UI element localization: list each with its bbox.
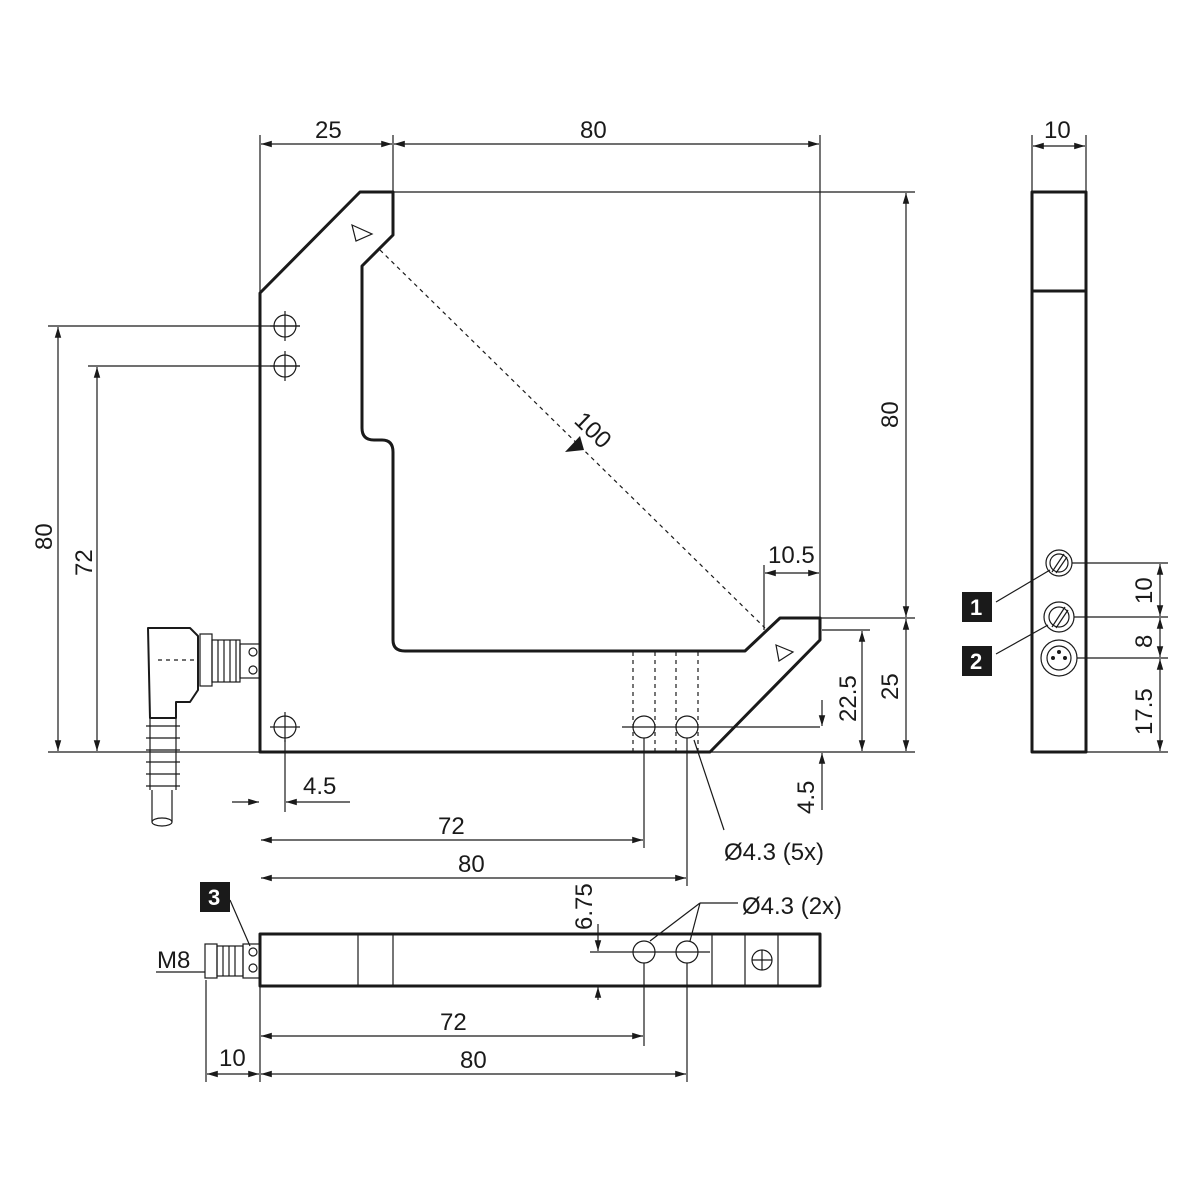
hole-5x-label: Ø4.3 (5x) (724, 839, 824, 866)
plan-connector (156, 943, 261, 979)
badge-3 (200, 882, 230, 912)
receiver-triangle-icon (775, 644, 795, 662)
dim-side-8: 8 (1131, 635, 1158, 648)
mount-hole-bottom-mid-1 (632, 652, 656, 752)
hole-2x-label: Ø4.3 (2x) (742, 893, 842, 920)
badge-3-label: 3 (208, 885, 220, 910)
cable-connector (146, 627, 261, 827)
dim-10-5: 10.5 (768, 542, 815, 569)
dim-plan-10: 10 (219, 1045, 246, 1072)
front-view: 100 (31, 117, 915, 886)
plan-view: M8 3 6.75 Ø4.3 (2x) 72 80 10 (156, 882, 842, 1082)
dim-4-5-left: 4.5 (303, 773, 336, 800)
dim-22-5: 22.5 (835, 675, 862, 722)
led-indicator-2 (1043, 601, 1075, 633)
dim-side-width: 10 (1044, 117, 1071, 144)
badge-2-label: 2 (970, 649, 982, 674)
dim-side-10: 10 (1131, 577, 1158, 604)
plan-body-outline (258, 932, 822, 988)
dim-25-right: 25 (877, 673, 904, 700)
dim-80-right: 80 (877, 401, 904, 428)
connector-socket (1040, 639, 1078, 677)
dim-72-bottom: 72 (438, 813, 465, 840)
led-indicator-1 (1045, 549, 1073, 577)
side-view: 10 10 8 17.5 1 2 (962, 117, 1168, 754)
sensor-body-outline (258, 190, 822, 754)
emitter-triangle-icon (351, 223, 374, 242)
dim-80-left: 80 (31, 523, 58, 550)
dim-4-5-right: 4.5 (793, 781, 820, 814)
plan-led-icon (751, 949, 773, 971)
badge-2 (962, 646, 992, 676)
dim-plan-80: 80 (460, 1047, 487, 1074)
dim-80-bottom: 80 (458, 851, 485, 878)
mount-hole-bottom-mid-2 (675, 652, 699, 752)
hole-5x-leader (693, 739, 725, 831)
dim-25-top: 25 (315, 117, 342, 144)
badge-1 (962, 592, 992, 622)
dim-72-left: 72 (71, 549, 98, 576)
mount-hole-bottom-left (270, 712, 300, 742)
beam-arrow-icon (565, 436, 584, 452)
beam-diagonal (379, 249, 766, 629)
dim-6-75: 6.75 (571, 883, 598, 930)
dim-side-17-5: 17.5 (1131, 688, 1158, 735)
dim-plan-72: 72 (440, 1009, 467, 1036)
connector-thread-label: M8 (157, 947, 190, 974)
side-body-outline (1030, 190, 1088, 754)
dim-80-top: 80 (580, 117, 607, 144)
badge-1-label: 1 (970, 595, 982, 620)
